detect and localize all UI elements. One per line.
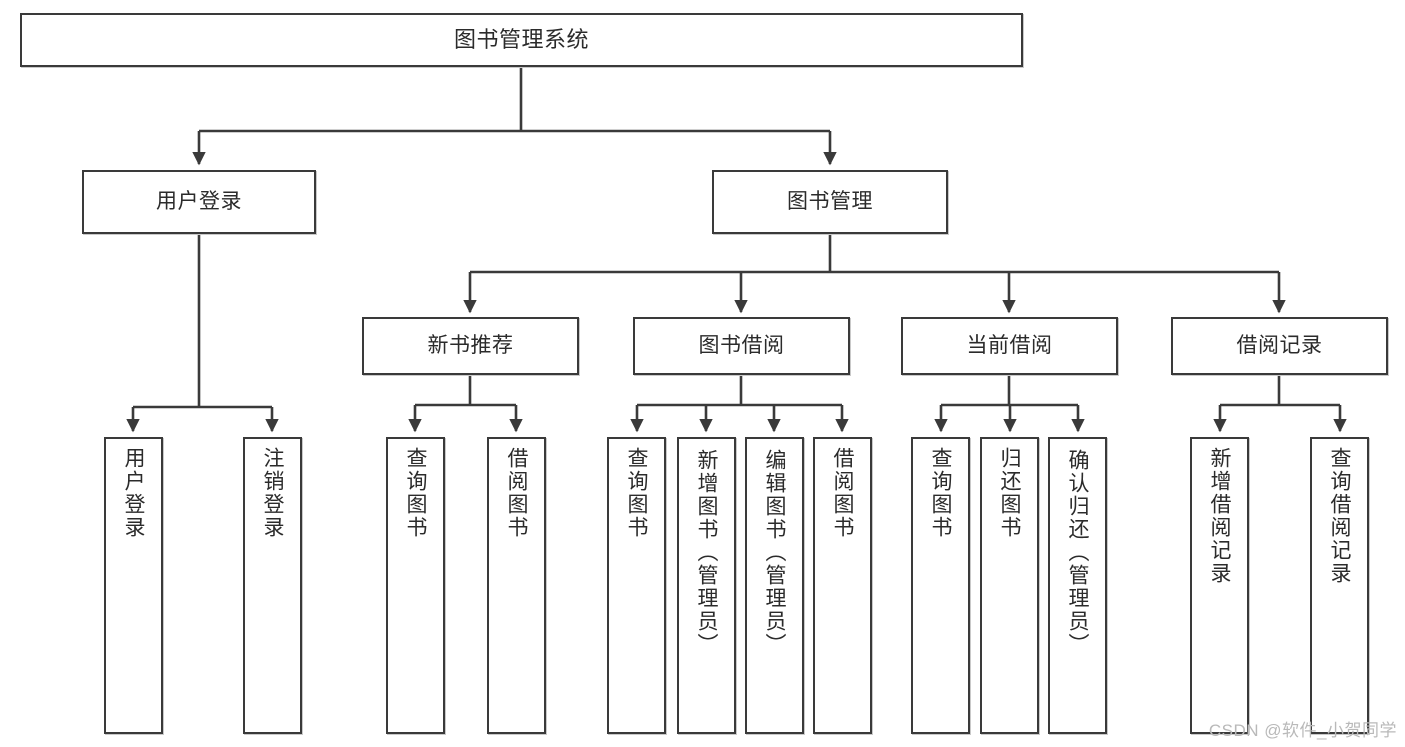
node-leaf-borrow-book-1[interactable]: 借阅图书 <box>487 437 546 734</box>
node-current-borrow[interactable]: 当前借阅 <box>901 317 1118 375</box>
node-leaf-query-book-2[interactable]: 查询图书 <box>607 437 666 734</box>
node-book-borrow-label: 图书借阅 <box>698 333 785 357</box>
node-leaf-confirm-return[interactable]: 确认归还（管理员） <box>1048 437 1107 734</box>
node-borrow-record[interactable]: 借阅记录 <box>1171 317 1388 375</box>
node-book-borrow[interactable]: 图书借阅 <box>633 317 850 375</box>
node-leaf-add-book-label: 新增图书（管理员） <box>695 449 718 656</box>
node-leaf-confirm-return-label: 确认归还（管理员） <box>1066 449 1089 656</box>
node-new-book-recommend[interactable]: 新书推荐 <box>362 317 579 375</box>
node-leaf-borrow-book-2[interactable]: 借阅图书 <box>813 437 872 734</box>
node-leaf-query-book-3[interactable]: 查询图书 <box>911 437 970 734</box>
node-leaf-edit-book-label: 编辑图书（管理员） <box>763 449 786 656</box>
csdn-watermark: CSDN @软件_小贺同学 <box>1208 721 1397 740</box>
node-root-system[interactable]: 图书管理系统 <box>20 13 1023 67</box>
node-leaf-query-record[interactable]: 查询借阅记录 <box>1310 437 1369 734</box>
node-book-management[interactable]: 图书管理 <box>712 170 948 234</box>
node-leaf-add-book[interactable]: 新增图书（管理员） <box>677 437 736 734</box>
node-leaf-query-record-label: 查询借阅记录 <box>1328 447 1351 585</box>
node-leaf-borrow-book-2-label: 借阅图书 <box>831 447 854 539</box>
node-borrow-record-label: 借阅记录 <box>1236 333 1323 357</box>
node-leaf-query-book-3-label: 查询图书 <box>929 447 952 539</box>
node-leaf-borrow-book-1-label: 借阅图书 <box>505 447 528 539</box>
node-leaf-query-book-2-label: 查询图书 <box>625 447 648 539</box>
node-root-system-label: 图书管理系统 <box>453 27 589 53</box>
node-leaf-query-book-1-label: 查询图书 <box>404 447 427 539</box>
node-user-login[interactable]: 用户登录 <box>82 170 316 234</box>
node-leaf-user-login-label: 用户登录 <box>122 447 145 539</box>
node-leaf-return-book-label: 归还图书 <box>998 447 1021 539</box>
node-user-login-label: 用户登录 <box>156 189 242 213</box>
node-leaf-query-book-1[interactable]: 查询图书 <box>386 437 445 734</box>
node-leaf-logout-login[interactable]: 注销登录 <box>243 437 302 734</box>
node-leaf-user-login[interactable]: 用户登录 <box>104 437 163 734</box>
node-leaf-return-book[interactable]: 归还图书 <box>980 437 1039 734</box>
node-new-book-recommend-label: 新书推荐 <box>427 333 514 357</box>
node-book-management-label: 图书管理 <box>787 189 873 213</box>
node-leaf-edit-book[interactable]: 编辑图书（管理员） <box>745 437 804 734</box>
node-leaf-add-record-label: 新增借阅记录 <box>1208 447 1231 585</box>
node-leaf-add-record[interactable]: 新增借阅记录 <box>1190 437 1249 734</box>
node-leaf-logout-login-label: 注销登录 <box>261 447 284 539</box>
node-current-borrow-label: 当前借阅 <box>966 333 1053 357</box>
